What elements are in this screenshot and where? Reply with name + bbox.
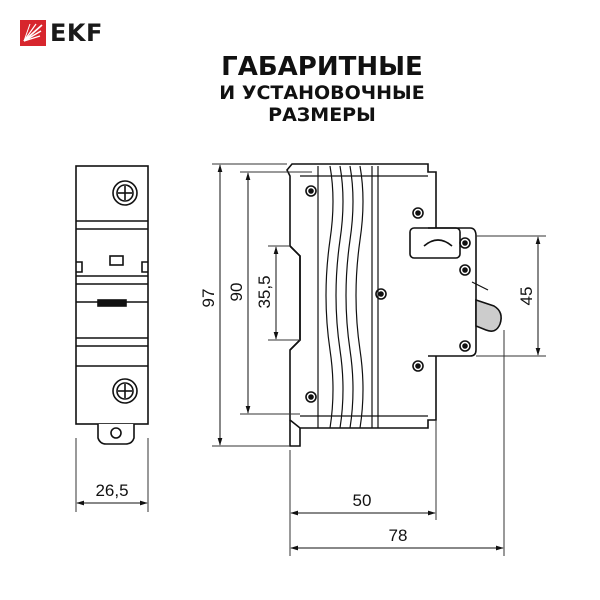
dim-depth-total-label: 78 — [389, 526, 408, 545]
side-view — [286, 163, 502, 447]
dim-height-body-label: 90 — [227, 283, 246, 302]
bottom-screw-icon — [112, 378, 138, 404]
front-view-window — [109, 255, 124, 266]
dim-height-body: 90 — [227, 171, 312, 415]
ekf-logo: EKF — [20, 19, 130, 47]
title-line-3: РАЗМЕРЫ — [268, 104, 376, 126]
side-view-body — [286, 163, 437, 429]
dim-height-rail-label: 35,5 — [255, 275, 274, 308]
dim-depth-face: 50 — [289, 420, 437, 556]
dim-height-face: 45 — [476, 235, 546, 357]
dim-depth-total: 78 — [290, 330, 505, 556]
title-line-2: И УСТАНОВОЧНЫЕ — [219, 82, 425, 104]
dim-height-total-label: 97 — [199, 289, 218, 308]
dim-depth-face-label: 50 — [353, 491, 372, 510]
dim-width-front-label: 26,5 — [95, 481, 128, 500]
top-screw-icon — [112, 180, 138, 206]
title-line-1: ГАБАРИТНЫЕ — [221, 52, 423, 82]
side-view-face — [428, 227, 477, 357]
page-title: ГАБАРИТНЫЕ И УСТАНОВОЧНЫЕ РАЗМЕРЫ — [0, 52, 600, 126]
side-screw-icon — [305, 185, 424, 403]
front-view — [75, 165, 149, 445]
brand-name: EKF — [50, 19, 103, 47]
dim-height-rail: 35,5 — [255, 245, 300, 341]
toggle-lever-icon — [475, 298, 502, 332]
dim-width-front: 26,5 — [75, 438, 149, 512]
front-view-body — [75, 165, 149, 425]
dim-height-face-label: 45 — [517, 287, 536, 306]
ekf-logo-mark — [20, 20, 46, 46]
dim-height-total: 97 — [199, 163, 290, 447]
